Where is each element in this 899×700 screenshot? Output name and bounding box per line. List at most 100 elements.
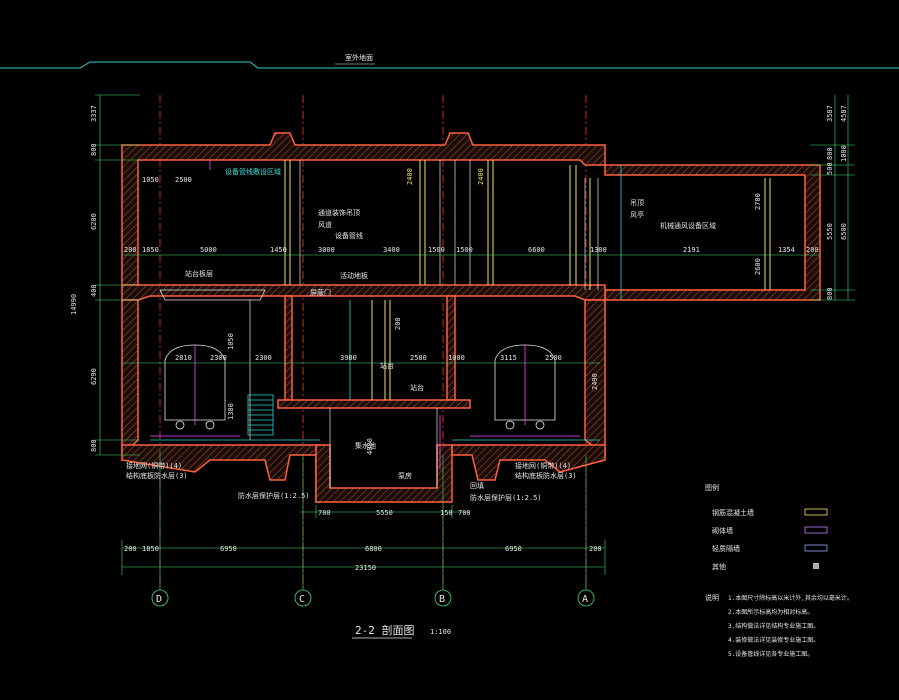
svg-text:6200: 6200 — [90, 213, 98, 230]
svg-text:5.设备管线详见各专业施工图。: 5.设备管线详见各专业施工图。 — [728, 650, 813, 658]
svg-text:2580: 2580 — [410, 354, 427, 362]
svg-text:接地网(铜带)(4): 接地网(铜带)(4) — [126, 461, 182, 470]
svg-text:800: 800 — [90, 143, 98, 156]
drawing-scale: 1:100 — [430, 628, 451, 636]
svg-text:5550: 5550 — [376, 509, 393, 517]
svg-text:站台: 站台 — [380, 361, 394, 370]
structure-walls — [121, 132, 821, 503]
svg-text:3337: 3337 — [90, 105, 98, 122]
svg-text:活动地板: 活动地板 — [340, 271, 368, 280]
svg-text:200: 200 — [124, 545, 137, 553]
svg-text:6600: 6600 — [528, 246, 545, 254]
svg-text:2490: 2490 — [591, 373, 599, 390]
notes: 说明 1.本图尺寸除标高以米计外,其余均以毫米计。 2.本图所示标高均为相对标高… — [705, 593, 853, 658]
axis-c-label: C — [299, 594, 305, 605]
svg-text:3.结构做法详见结构专业施工图。: 3.结构做法详见结构专业施工图。 — [728, 622, 819, 630]
svg-text:砌体墙: 砌体墙 — [712, 526, 733, 535]
svg-text:图例: 图例 — [705, 483, 719, 492]
svg-text:1850: 1850 — [142, 246, 159, 254]
svg-text:轻质隔墙: 轻质隔墙 — [712, 544, 740, 553]
svg-text:4.装修做法详见装修专业施工图。: 4.装修做法详见装修专业施工图。 — [728, 636, 819, 644]
svg-text:14990: 14990 — [70, 294, 78, 315]
dims-right: 3587 4587 800 1000 500 5550 6500 800 — [826, 105, 848, 300]
svg-text:1000: 1000 — [840, 145, 848, 162]
svg-text:2600: 2600 — [754, 258, 762, 275]
svg-text:6800: 6800 — [365, 545, 382, 553]
ground-line — [0, 61, 899, 69]
svg-text:2300: 2300 — [255, 354, 272, 362]
svg-text:6950: 6950 — [220, 545, 237, 553]
axis-lines — [159, 95, 587, 590]
drawing-title-block: 2-2 剖面图 1:100 — [352, 623, 451, 639]
svg-text:风道: 风道 — [318, 220, 332, 229]
svg-text:说明: 说明 — [705, 593, 719, 602]
cyan-elements — [150, 165, 622, 441]
axis-bubbles: D C B A — [151, 589, 595, 607]
svg-text:其他: 其他 — [712, 562, 726, 571]
svg-text:400: 400 — [90, 284, 98, 297]
axis-d-label: D — [156, 594, 162, 605]
legend-swatch-3 — [813, 563, 819, 569]
svg-text:800: 800 — [826, 287, 834, 300]
svg-text:4587: 4587 — [840, 105, 848, 122]
elevation-label: 室外地面 — [345, 53, 373, 62]
legend: 图例 钢筋混凝土墙 砌体墙 轻质隔墙 其他 — [705, 483, 828, 571]
svg-text:风亭: 风亭 — [630, 210, 644, 219]
svg-text:1500: 1500 — [456, 246, 473, 254]
svg-text:2810: 2810 — [175, 354, 192, 362]
svg-text:200: 200 — [394, 317, 402, 330]
svg-text:2191: 2191 — [683, 246, 700, 254]
svg-text:5000: 5000 — [200, 246, 217, 254]
svg-text:2300: 2300 — [210, 354, 227, 362]
svg-text:2500: 2500 — [175, 176, 192, 184]
svg-text:200: 200 — [124, 246, 137, 254]
svg-text:1300: 1300 — [590, 246, 607, 254]
svg-text:1380: 1380 — [227, 403, 235, 420]
svg-text:1.本图尺寸除标高以米计外,其余均以毫米计。: 1.本图尺寸除标高以米计外,其余均以毫米计。 — [728, 594, 853, 602]
svg-text:屏蔽门: 屏蔽门 — [310, 288, 331, 297]
svg-text:1354: 1354 — [778, 246, 795, 254]
legend-swatch-2 — [804, 544, 828, 552]
dims-middle-row: 2810 2300 2300 3980 2580 1000 3115 2500 — [175, 354, 562, 362]
svg-text:集水池: 集水池 — [355, 441, 376, 450]
svg-text:吊顶: 吊顶 — [630, 199, 644, 207]
svg-text:6950: 6950 — [505, 545, 522, 553]
svg-text:5550: 5550 — [826, 223, 834, 240]
svg-text:2500: 2500 — [545, 354, 562, 362]
svg-text:防水层保护层(1:2.5): 防水层保护层(1:2.5) — [238, 491, 310, 500]
svg-text:1450: 1450 — [270, 246, 287, 254]
svg-text:6500: 6500 — [840, 223, 848, 240]
svg-text:设备管线敷设区域: 设备管线敷设区域 — [225, 167, 281, 176]
svg-text:700: 700 — [318, 509, 331, 517]
svg-text:1850: 1850 — [142, 545, 159, 553]
svg-text:3587: 3587 — [826, 105, 834, 122]
dims-left: 3337 800 6200 400 14990 6290 800 — [70, 105, 98, 452]
interior-labels: 1050 2500 设备管线敷设区域 通道装饰吊顶 风道 设备管线 吊顶 风亭 … — [142, 167, 762, 480]
svg-text:1000: 1000 — [448, 354, 465, 362]
svg-text:4000: 4000 — [366, 438, 374, 455]
svg-text:3400: 3400 — [383, 246, 400, 254]
svg-text:2.本图所示标高均为相对标高。: 2.本图所示标高均为相对标高。 — [728, 608, 813, 616]
bottom-annotations: 接地网(铜带)(4) 结构底板防水层(3) 防水层保护层(1:2.5) 接地网(… — [126, 461, 577, 502]
svg-text:200: 200 — [589, 545, 602, 553]
svg-text:150: 150 — [440, 509, 453, 517]
svg-text:设备管线: 设备管线 — [335, 231, 363, 240]
svg-text:3000: 3000 — [318, 246, 335, 254]
svg-text:2400: 2400 — [477, 168, 485, 185]
svg-text:通道装饰吊顶: 通道装饰吊顶 — [318, 208, 360, 217]
svg-text:结构底板防水层(3): 结构底板防水层(3) — [126, 471, 188, 480]
svg-text:3980: 3980 — [340, 354, 357, 362]
svg-text:1500: 1500 — [428, 246, 445, 254]
svg-text:站台: 站台 — [410, 383, 424, 392]
axis-b-label: B — [439, 594, 445, 605]
svg-text:500: 500 — [826, 162, 834, 175]
svg-text:700: 700 — [458, 509, 471, 517]
svg-text:1050: 1050 — [142, 176, 159, 184]
svg-text:钢筋混凝土墙: 钢筋混凝土墙 — [712, 508, 754, 517]
total-dimension: 23150 — [355, 564, 376, 572]
svg-text:800: 800 — [826, 147, 834, 160]
svg-text:200: 200 — [806, 246, 819, 254]
drawing-title: 2-2 剖面图 — [355, 623, 415, 637]
dims-upper-row: 200 1850 5000 1450 3000 3400 1500 1500 6… — [124, 246, 819, 254]
svg-text:2700: 2700 — [754, 193, 762, 210]
